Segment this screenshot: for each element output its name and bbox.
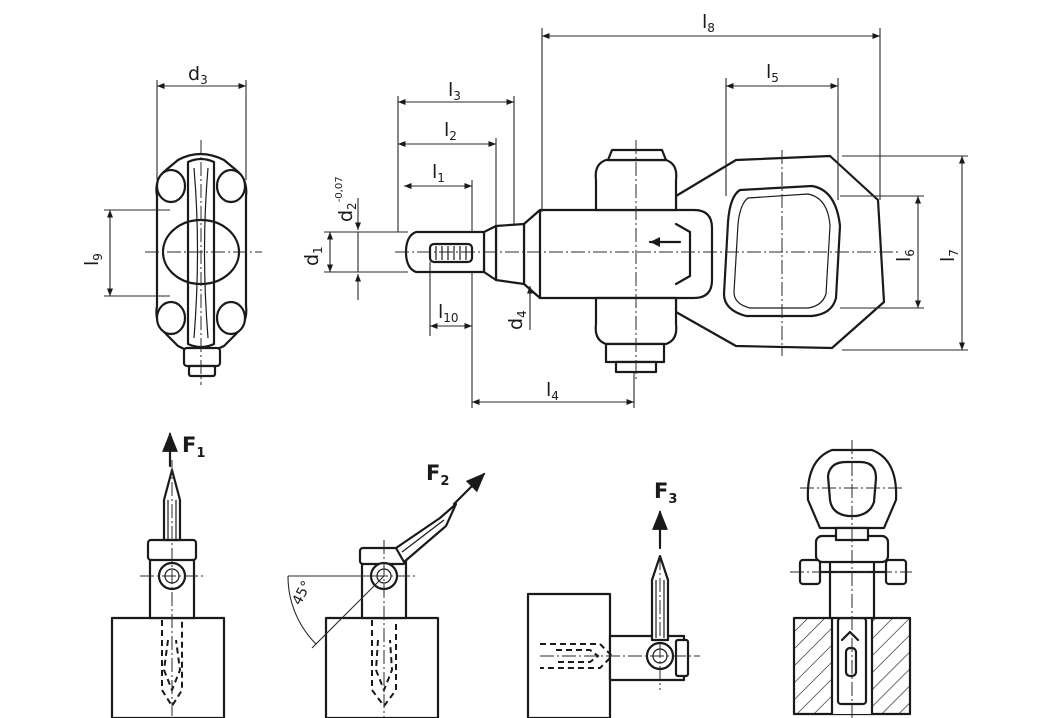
load-case-f3	[526, 510, 700, 718]
load-case-f1	[110, 432, 226, 718]
front-view	[395, 140, 900, 380]
label-angle: 45°	[289, 578, 315, 607]
label-f2: F2	[426, 461, 449, 489]
front-dimensions	[324, 28, 968, 408]
section-view	[790, 440, 912, 718]
label-l2: l2	[444, 119, 457, 143]
label-l9: l9	[81, 253, 105, 266]
label-l8: l8	[702, 11, 715, 35]
label-f3: F3	[654, 479, 677, 507]
label-d4: d4	[505, 310, 529, 330]
dimension-labels: d3 l9 l8 l5 l3 l2 l1 d2-0,07 d1 d4 l10 l…	[81, 11, 961, 403]
label-d2: d2-0,07	[334, 176, 359, 222]
label-l3: l3	[448, 79, 461, 103]
label-l6: l6	[893, 249, 917, 262]
label-l4: l4	[546, 379, 559, 403]
label-l1: l1	[432, 161, 445, 185]
load-case-f2	[287, 472, 486, 718]
side-view	[104, 80, 262, 385]
label-l10: l10	[438, 301, 459, 325]
label-l7: l7	[937, 249, 961, 262]
label-l5: l5	[766, 61, 779, 85]
label-d1: d1	[301, 246, 325, 266]
label-f1: F1	[182, 433, 205, 461]
force-labels: F1 F2 F3 45°	[182, 433, 677, 608]
label-d3: d3	[188, 63, 208, 87]
